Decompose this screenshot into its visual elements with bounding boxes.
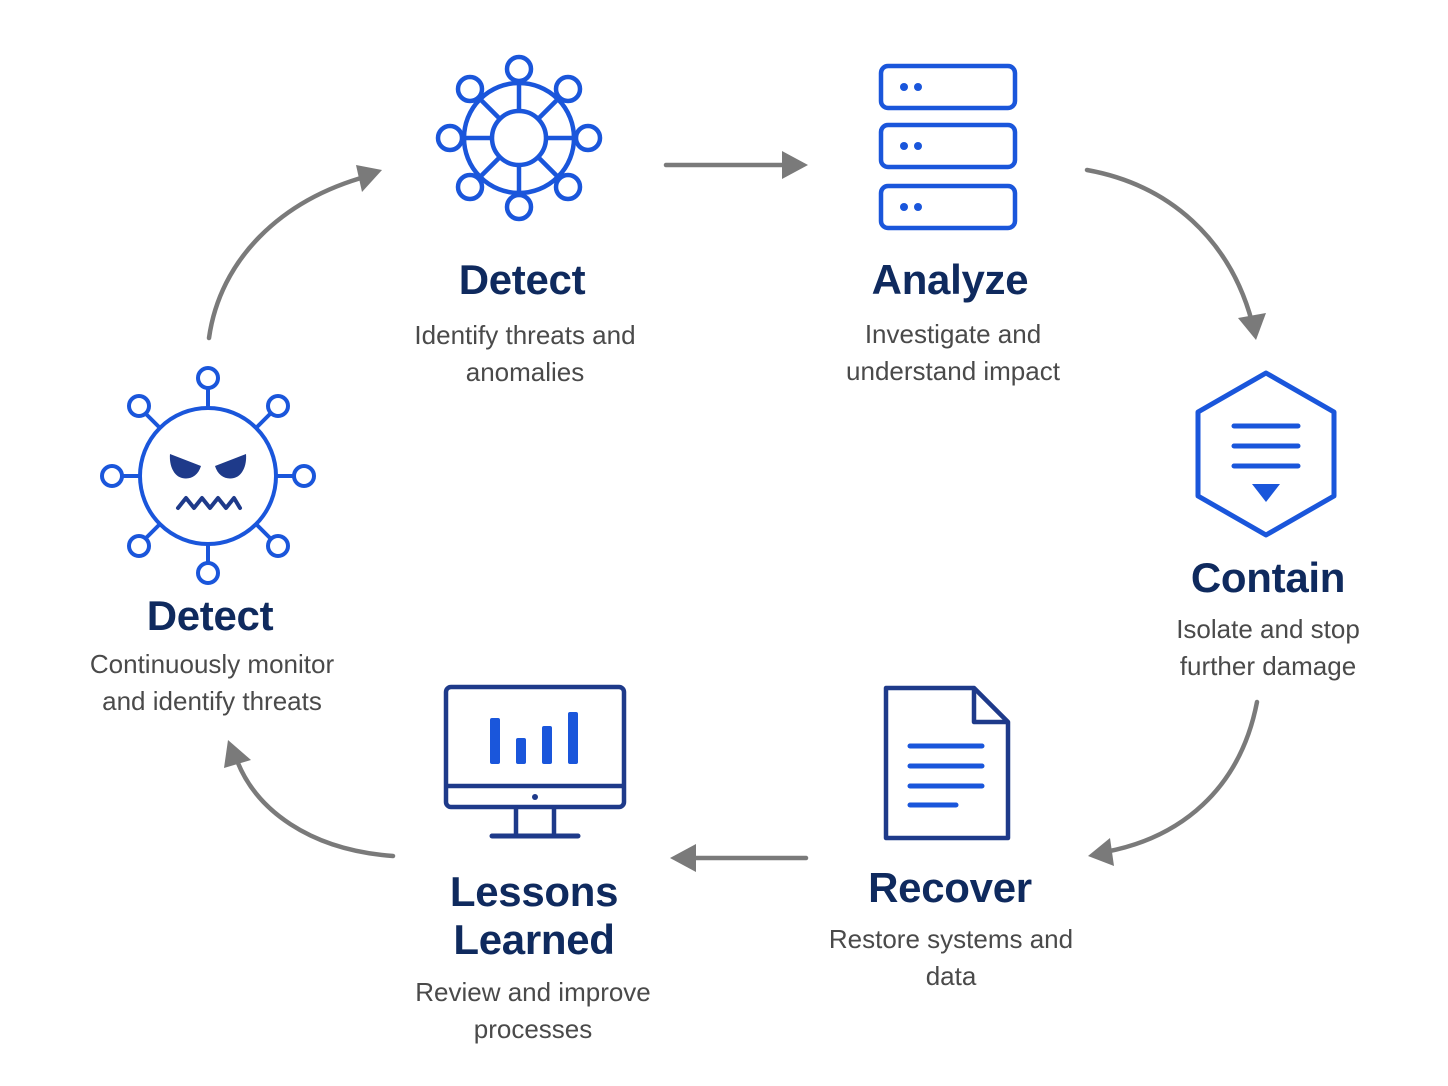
monitor-description: Continuously monitor and identify threat…: [40, 646, 384, 720]
document-icon: [883, 685, 1011, 841]
arrow-analyze-to-contain: [1084, 167, 1255, 325]
hexagon-shield-icon: [1195, 370, 1337, 538]
recover-desc-line-1: Restore systems and: [828, 924, 1074, 954]
arrow-monitor-to-detect: [206, 173, 371, 341]
monitor-title: Detect: [146, 592, 274, 639]
analyze-description: Investigate and understand impact: [780, 316, 1126, 390]
analyze-title: Analyze: [871, 256, 1029, 303]
lessons-title-line-1: Lessons: [449, 868, 619, 915]
contain-desc-line-1: Isolate and stop: [1176, 614, 1360, 644]
monitor-desc-line-1: Continuously monitor: [89, 649, 335, 679]
lessons-description: Review and improve processes: [360, 974, 706, 1048]
lessons-desc-line-1: Review and improve: [415, 977, 651, 1007]
monitor-desc-line-2: and identify threats: [102, 686, 322, 716]
detect-description: Identify threats and anomalies: [352, 317, 698, 391]
detect-title: Detect: [458, 256, 586, 303]
lessons-desc-line-2: processes: [473, 1014, 593, 1044]
arrow-contain-to-recover: [1102, 699, 1260, 855]
server-stack-icon: [878, 63, 1018, 231]
virus-icon: [100, 366, 316, 585]
analyze-desc-line-2: understand impact: [846, 356, 1060, 386]
recover-desc-line-2: data: [925, 961, 977, 991]
monitor-chart-icon: [443, 684, 627, 839]
lessons-title: Lessons Learned: [384, 868, 684, 964]
contain-title: Contain: [1190, 554, 1346, 601]
contain-description: Isolate and stop further damage: [1098, 611, 1438, 685]
recover-title: Recover: [868, 864, 1032, 911]
contain-desc-line-2: further damage: [1179, 651, 1357, 681]
detect-desc-line-2: anomalies: [465, 357, 585, 387]
network-gear-icon: [435, 54, 603, 222]
lessons-title-line-2: Learned: [453, 916, 615, 963]
arrow-lessons-to-monitor: [233, 755, 396, 859]
detect-desc-line-1: Identify threats and: [414, 320, 636, 350]
recover-description: Restore systems and data: [776, 921, 1126, 995]
analyze-desc-line-1: Investigate and: [864, 319, 1042, 349]
